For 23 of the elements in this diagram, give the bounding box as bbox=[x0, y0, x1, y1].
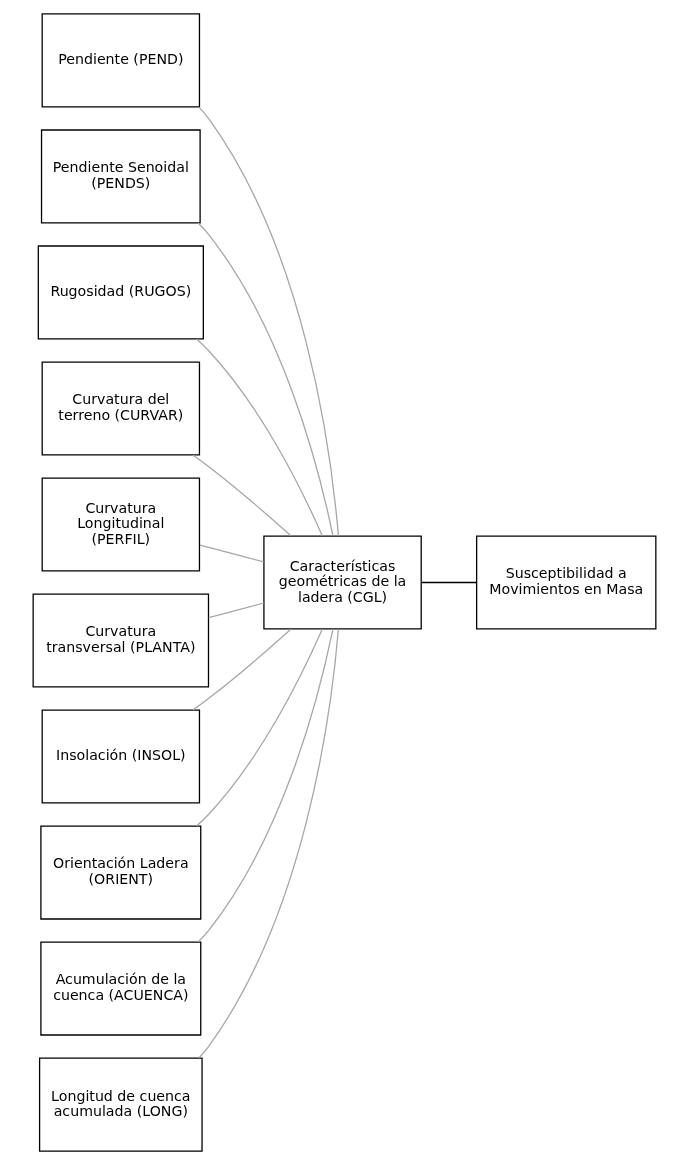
node-box: Orientación Ladera (ORIENT) bbox=[39, 825, 201, 920]
connector bbox=[195, 338, 323, 537]
node-box: Insolación (INSOL) bbox=[41, 709, 200, 804]
connector bbox=[197, 628, 339, 1059]
connector bbox=[197, 106, 339, 537]
connector bbox=[196, 628, 334, 943]
connector bbox=[191, 628, 291, 711]
connector bbox=[195, 628, 323, 827]
connector bbox=[198, 544, 264, 563]
node-box: Curvatura transversal (PLANTA) bbox=[32, 593, 209, 688]
connector bbox=[207, 602, 264, 619]
connector bbox=[196, 222, 334, 537]
node-box: Curvatura del terreno (CURVAR) bbox=[41, 361, 200, 456]
node-box: Longitud de cuenca acumulada (LONG) bbox=[38, 1057, 203, 1152]
node-box: Acumulación de la cuenca (ACUENCA) bbox=[39, 941, 201, 1036]
node-box: Curvatura Longitudinal (PERFIL) bbox=[41, 477, 200, 572]
node-box: Susceptibilidad a Movimientos en Masa bbox=[475, 535, 656, 630]
connector bbox=[420, 581, 477, 584]
connector bbox=[191, 454, 291, 537]
node-box: Pendiente (PEND) bbox=[41, 13, 200, 108]
node-box: Rugosidad (RUGOS) bbox=[37, 245, 204, 340]
node-box: Pendiente Senoidal (PENDS) bbox=[40, 129, 201, 224]
node-box: Características geométricas de la ladera (CGL) bbox=[262, 535, 422, 630]
